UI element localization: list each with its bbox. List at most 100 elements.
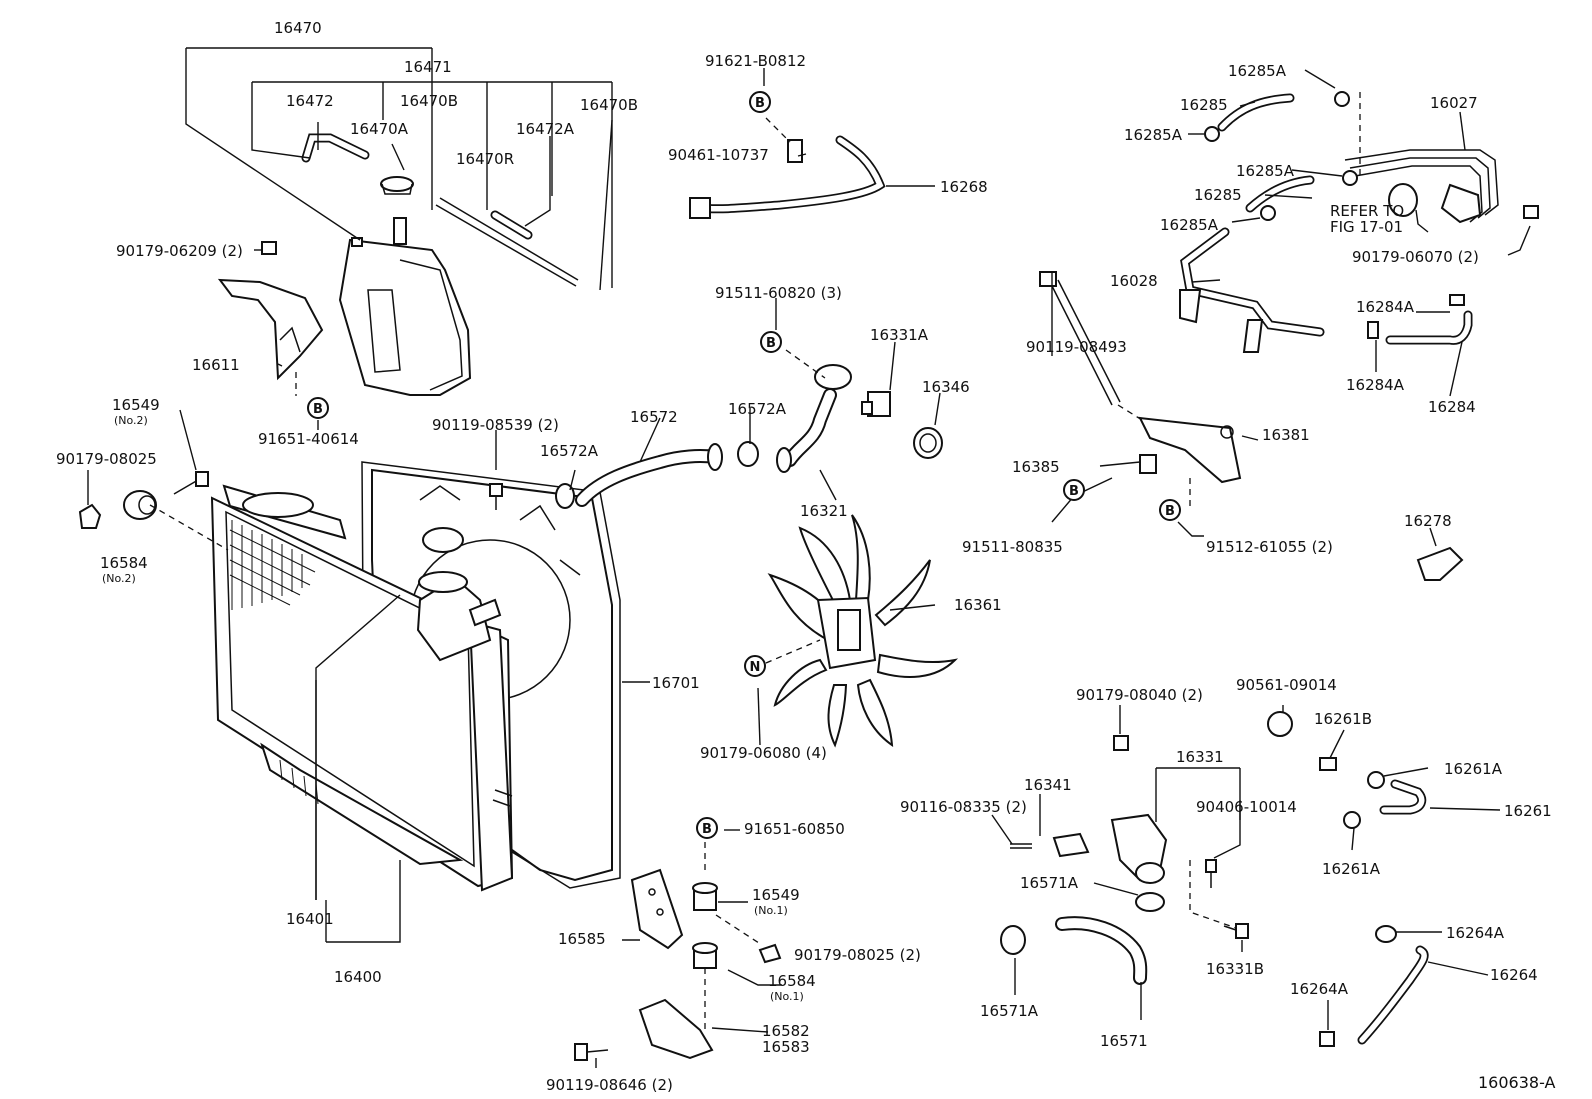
svg-text:B: B bbox=[766, 336, 776, 351]
label-16701: 16701 bbox=[652, 674, 700, 692]
label-16278: 16278 bbox=[1404, 512, 1452, 530]
hose-clamps-16285a bbox=[1204, 91, 1358, 221]
label-16331b: 16331B bbox=[1206, 960, 1264, 978]
label-16470a: 16470A bbox=[350, 120, 409, 138]
label-90179-06209: 90179-06209 (2) bbox=[116, 242, 243, 260]
union-16261b bbox=[1319, 757, 1337, 771]
label-16361: 16361 bbox=[954, 596, 1002, 614]
svg-text:B: B bbox=[755, 96, 765, 111]
bracket-16582 bbox=[638, 998, 714, 1060]
reserve-tank-cap bbox=[380, 176, 414, 195]
water-pipe-16028 bbox=[1179, 227, 1325, 353]
nut-symbol-n: N bbox=[744, 655, 766, 677]
hose-16264 bbox=[1357, 945, 1429, 1045]
label-16571: 16571 bbox=[1100, 1032, 1148, 1050]
label-16584-no2: 16584 bbox=[100, 554, 148, 572]
label-16470r: 16470R bbox=[456, 150, 514, 168]
label-16268: 16268 bbox=[940, 178, 988, 196]
label-16346: 16346 bbox=[922, 378, 970, 396]
label-16549-no1: 16549 bbox=[752, 886, 800, 904]
svg-text:N: N bbox=[750, 660, 761, 675]
clip-90179-06070 bbox=[1523, 205, 1539, 219]
label-16321: 16321 bbox=[800, 502, 848, 520]
fan-blades bbox=[767, 514, 959, 748]
clip-90179-08025 bbox=[78, 503, 102, 529]
plug-90561-09014 bbox=[1267, 711, 1293, 737]
bolt-symbol-b-2: B bbox=[760, 331, 782, 353]
label-90119-08646: 90119-08646 (2) bbox=[546, 1076, 673, 1094]
label-16264: 16264 bbox=[1490, 966, 1538, 984]
label-16571a-2: 16571A bbox=[980, 1002, 1039, 1020]
label-16584-no1-sub: (No.1) bbox=[770, 990, 804, 1003]
label-16572a-1: 16572A bbox=[728, 400, 787, 418]
clip-90179-08040 bbox=[1113, 735, 1129, 751]
cushion-16584-no1 bbox=[692, 942, 718, 969]
bolt-symbol-b-3: B bbox=[307, 397, 329, 419]
label-91511-80835: 91511-80835 bbox=[962, 538, 1063, 556]
label-16285-1: 16285 bbox=[1180, 96, 1228, 114]
clamp-16284a-1 bbox=[1449, 294, 1465, 306]
clip-90179-06209 bbox=[261, 241, 277, 255]
label-16471: 16471 bbox=[404, 58, 452, 76]
label-90116-08335: 90116-08335 (2) bbox=[900, 798, 1027, 816]
label-refer-2: FIG 17-01 bbox=[1330, 218, 1403, 236]
label-16028: 16028 bbox=[1110, 272, 1158, 290]
label-16472a: 16472A bbox=[516, 120, 575, 138]
hose-16261 bbox=[1379, 779, 1427, 815]
label-16285-2: 16285 bbox=[1194, 186, 1242, 204]
gasket-16346 bbox=[913, 427, 943, 459]
label-91511-60820: 91511-60820 (3) bbox=[715, 284, 842, 302]
label-16583: 16583 bbox=[762, 1038, 810, 1056]
label-90461-10737: 90461-10737 bbox=[668, 146, 769, 164]
clamps-16264a bbox=[1319, 925, 1397, 1047]
clamps-16261a bbox=[1343, 771, 1385, 829]
label-16264a-2: 16264A bbox=[1290, 980, 1349, 998]
clip-90179-08025-2 bbox=[758, 943, 782, 964]
cushion-16584-no2 bbox=[123, 490, 157, 520]
bracket-16381 bbox=[1138, 416, 1242, 484]
radiator-core bbox=[210, 484, 514, 892]
gasket-16341 bbox=[1052, 832, 1090, 858]
stud-bolt-90119-08493 bbox=[1039, 271, 1121, 406]
label-90119-08493: 90119-08493 bbox=[1026, 338, 1127, 356]
label-16261a-1: 16261A bbox=[1444, 760, 1503, 778]
label-90179-06070: 90179-06070 (2) bbox=[1352, 248, 1479, 266]
label-90406-10014: 90406-10014 bbox=[1196, 798, 1297, 816]
clip-90461-10737 bbox=[787, 139, 803, 163]
label-16549-no2: 16549 bbox=[112, 396, 160, 414]
thermostat-16331a bbox=[861, 391, 891, 417]
label-16585: 16585 bbox=[558, 930, 606, 948]
leader-lines bbox=[87, 47, 1531, 1068]
hose-16285-1 bbox=[1217, 93, 1295, 132]
label-16285a-4: 16285A bbox=[1160, 216, 1219, 234]
label-16027: 16027 bbox=[1430, 94, 1478, 112]
label-91651-60850: 91651-60850 bbox=[744, 820, 845, 838]
lower-radiator-hose-16571 bbox=[1055, 916, 1148, 985]
label-16284: 16284 bbox=[1428, 398, 1476, 416]
label-16261a-2: 16261A bbox=[1322, 860, 1381, 878]
bolt-symbol-b-1: B bbox=[749, 91, 771, 113]
label-91651-40614: 91651-40614 bbox=[258, 430, 359, 448]
label-16584-no1: 16584 bbox=[768, 972, 816, 990]
label-16261b: 16261B bbox=[1314, 710, 1372, 728]
label-90561-09014: 90561-09014 bbox=[1236, 676, 1337, 694]
label-16584-no2-sub: (No.2) bbox=[102, 572, 136, 585]
label-16470b-2: 16470B bbox=[580, 96, 638, 114]
bolt-90119-08539 bbox=[489, 483, 503, 510]
bolt-90119-08646 bbox=[574, 1043, 609, 1061]
label-16285a-2: 16285A bbox=[1124, 126, 1183, 144]
bracket-16585 bbox=[630, 868, 684, 950]
label-16571a-1: 16571A bbox=[1020, 874, 1079, 892]
label-90179-08025-2: 90179-08025 (2) bbox=[794, 946, 921, 964]
stud-90116-08335 bbox=[1010, 843, 1032, 849]
label-16261: 16261 bbox=[1504, 802, 1552, 820]
label-16381: 16381 bbox=[1262, 426, 1310, 444]
hose-clamps-16571a bbox=[1000, 892, 1165, 955]
clamp-16284a-2 bbox=[1367, 321, 1379, 339]
hose-16284 bbox=[1385, 310, 1473, 345]
label-90119-08539: 90119-08539 (2) bbox=[432, 416, 559, 434]
label-refer-1: REFER TO bbox=[1330, 202, 1404, 220]
hose-clamp-16572a-1 bbox=[555, 483, 575, 509]
label-16572a-2: 16572A bbox=[540, 442, 599, 460]
label-90179-08040: 90179-08040 (2) bbox=[1076, 686, 1203, 704]
